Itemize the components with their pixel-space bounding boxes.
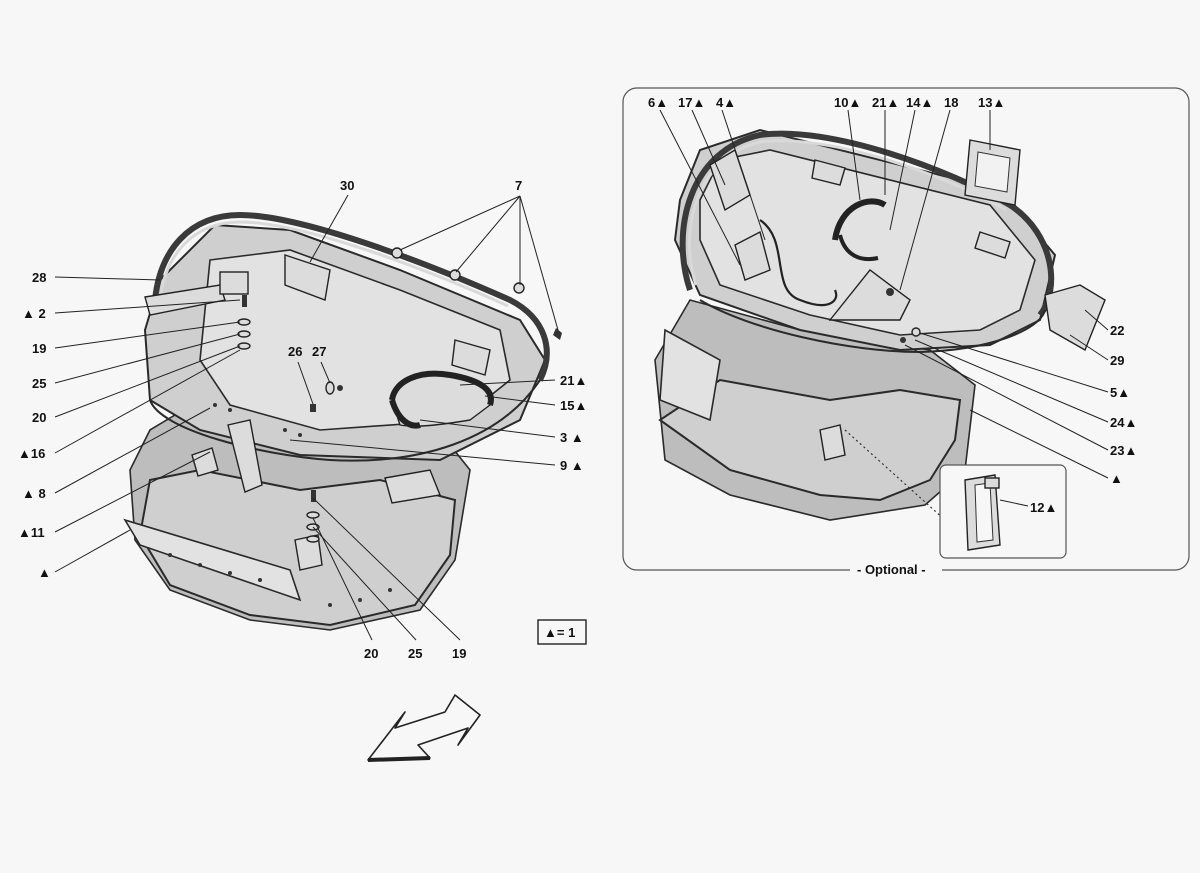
label-triangle-main: ▲ — [38, 565, 51, 580]
label-20-upper: 20 — [32, 410, 46, 425]
label-30: 30 — [340, 178, 354, 193]
label-opt-22: 22 — [1110, 323, 1124, 338]
main-leader-lines — [54, 194, 559, 641]
label-26: 26 — [288, 344, 302, 359]
label-20-lower: 20 — [364, 646, 378, 661]
label-opt-4: 4▲ — [716, 95, 736, 110]
label-8: ▲ 8 — [22, 486, 46, 501]
label-opt-5: 5▲ — [1110, 385, 1130, 400]
label-2: ▲ 2 — [22, 306, 46, 321]
legend-box: ▲= 1 — [537, 619, 587, 645]
label-opt-21: 21▲ — [872, 95, 899, 110]
label-opt-14: 14▲ — [906, 95, 933, 110]
label-opt-29: 29 — [1110, 353, 1124, 368]
label-opt-17: 17▲ — [678, 95, 705, 110]
optional-leader-lines — [659, 109, 1109, 507]
label-9: 9 ▲ — [560, 458, 584, 473]
label-11: ▲11 — [18, 525, 45, 540]
label-opt-triangle: ▲ — [1110, 471, 1123, 486]
optional-callout-labels: 6▲ 17▲ 4▲ 10▲ 21▲ 14▲ 18 13▲ 22 29 5▲ 24… — [648, 95, 1137, 515]
arrow-down-left-icon — [367, 694, 481, 762]
optional-caption: - Optional - — [857, 562, 926, 577]
main-callout-labels: 30 7 28 ▲ 2 19 25 20 ▲16 ▲ 8 ▲11 ▲ 26 27… — [18, 178, 587, 661]
label-27: 27 — [312, 344, 326, 359]
label-25-upper: 25 — [32, 376, 46, 391]
label-15: 15▲ — [560, 398, 587, 413]
main-trunk-assembly — [123, 211, 562, 631]
label-16: ▲16 — [18, 446, 45, 461]
legend-text: ▲= 1 — [544, 625, 575, 640]
label-opt-18: 18 — [944, 95, 958, 110]
label-25-lower: 25 — [408, 646, 422, 661]
label-3: 3 ▲ — [560, 430, 584, 445]
label-19-upper: 19 — [32, 341, 46, 356]
label-opt-23: 23▲ — [1110, 443, 1137, 458]
label-28: 28 — [32, 270, 46, 285]
label-opt-13: 13▲ — [978, 95, 1005, 110]
optional-panel: - Optional - — [622, 87, 1190, 578]
label-21: 21▲ — [560, 373, 587, 388]
label-7: 7 — [515, 178, 522, 193]
label-opt-6: 6▲ — [648, 95, 668, 110]
label-19-lower: 19 — [452, 646, 466, 661]
label-opt-10: 10▲ — [834, 95, 861, 110]
label-opt-12: 12▲ — [1030, 500, 1057, 515]
label-opt-24: 24▲ — [1110, 415, 1137, 430]
